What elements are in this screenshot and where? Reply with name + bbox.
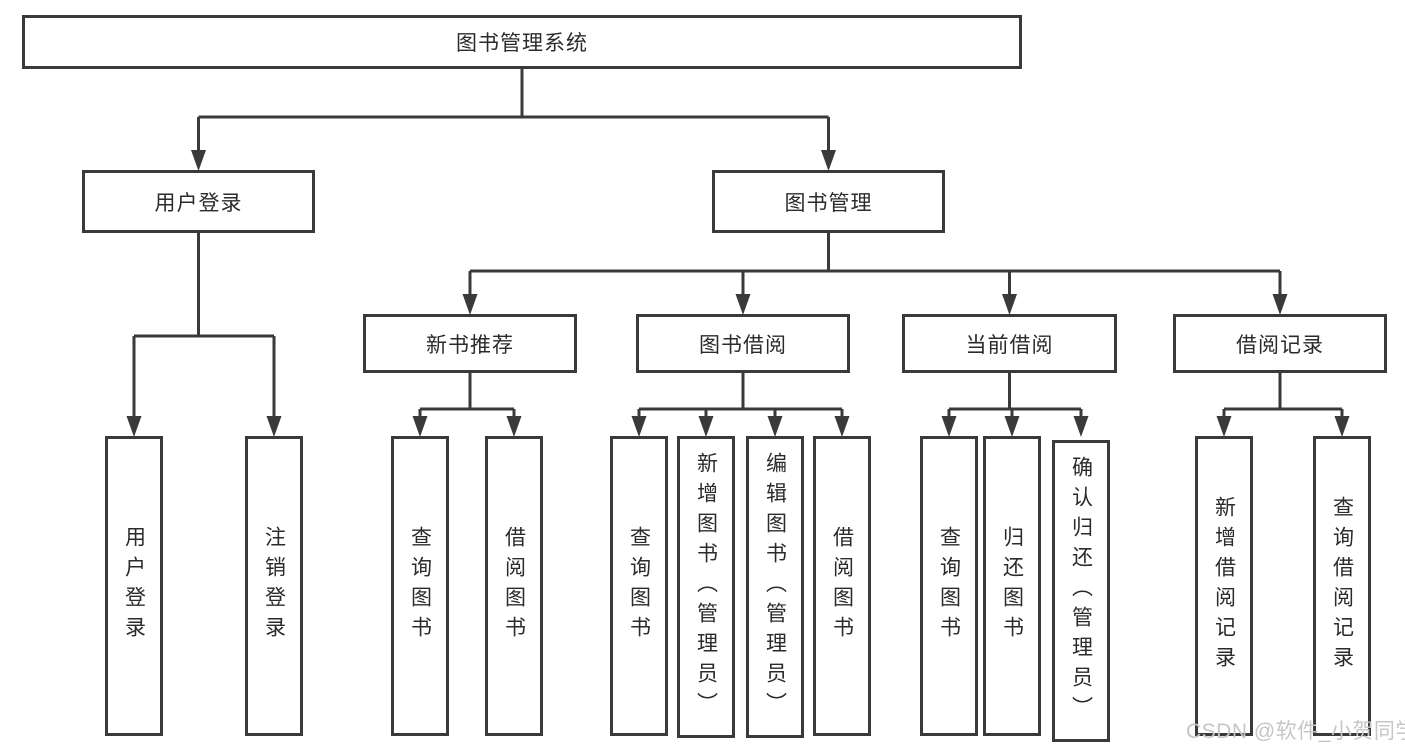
node-root-label: 图书管理系统 [456, 32, 588, 55]
leaf-logout: 注销登录 [245, 436, 303, 736]
leaf-current-query-book-label: 查询图书 [937, 526, 961, 646]
leaf-borrow-query-book: 查询图书 [610, 436, 668, 736]
node-user-login: 用户登录 [82, 170, 315, 233]
leaf-query-borrow-record: 查询借阅记录 [1313, 436, 1371, 736]
leaf-edit-book-admin: 编辑图书（管理员） [746, 436, 804, 738]
leaf-recommend-query-book-label: 查询图书 [408, 526, 432, 646]
leaf-add-book-admin-label: 新增图书（管理员） [694, 452, 718, 722]
node-new-book-recommend: 新书推荐 [363, 314, 577, 373]
leaf-add-borrow-record: 新增借阅记录 [1195, 436, 1253, 736]
node-book-borrow: 图书借阅 [636, 314, 850, 373]
leaf-logout-label: 注销登录 [262, 526, 286, 646]
leaf-borrow-query-book-label: 查询图书 [627, 526, 651, 646]
leaf-confirm-return-admin-label: 确认归还（管理员） [1069, 456, 1093, 726]
node-book-management: 图书管理 [712, 170, 945, 233]
leaf-query-borrow-record-label: 查询借阅记录 [1330, 496, 1354, 676]
leaf-add-borrow-record-label: 新增借阅记录 [1212, 496, 1236, 676]
leaf-confirm-return-admin: 确认归还（管理员） [1052, 440, 1110, 742]
leaf-recommend-borrow-book: 借阅图书 [485, 436, 543, 736]
node-user-login-label: 用户登录 [154, 191, 243, 215]
leaf-user-login: 用户登录 [105, 436, 163, 736]
leaf-borrow-book: 借阅图书 [813, 436, 871, 736]
leaf-return-book: 归还图书 [983, 436, 1041, 736]
node-borrow-record-label: 借阅记录 [1236, 333, 1324, 357]
leaf-current-query-book: 查询图书 [920, 436, 978, 736]
node-new-book-recommend-label: 新书推荐 [426, 333, 514, 357]
node-current-borrow: 当前借阅 [902, 314, 1117, 373]
leaf-edit-book-admin-label: 编辑图书（管理员） [763, 452, 787, 722]
leaf-recommend-borrow-book-label: 借阅图书 [502, 526, 526, 646]
leaf-user-login-label: 用户登录 [122, 526, 146, 646]
leaf-borrow-book-label: 借阅图书 [830, 526, 854, 646]
leaf-return-book-label: 归还图书 [1000, 526, 1024, 646]
node-book-management-label: 图书管理 [784, 191, 873, 215]
node-borrow-record: 借阅记录 [1173, 314, 1387, 373]
leaf-recommend-query-book: 查询图书 [391, 436, 449, 736]
leaf-add-book-admin: 新增图书（管理员） [677, 436, 735, 738]
node-current-borrow-label: 当前借阅 [965, 333, 1054, 357]
node-root: 图书管理系统 [22, 15, 1022, 69]
csdn-watermark: CSDN @软件_小贺同学 [1186, 720, 1405, 743]
node-book-borrow-label: 图书借阅 [699, 333, 787, 357]
